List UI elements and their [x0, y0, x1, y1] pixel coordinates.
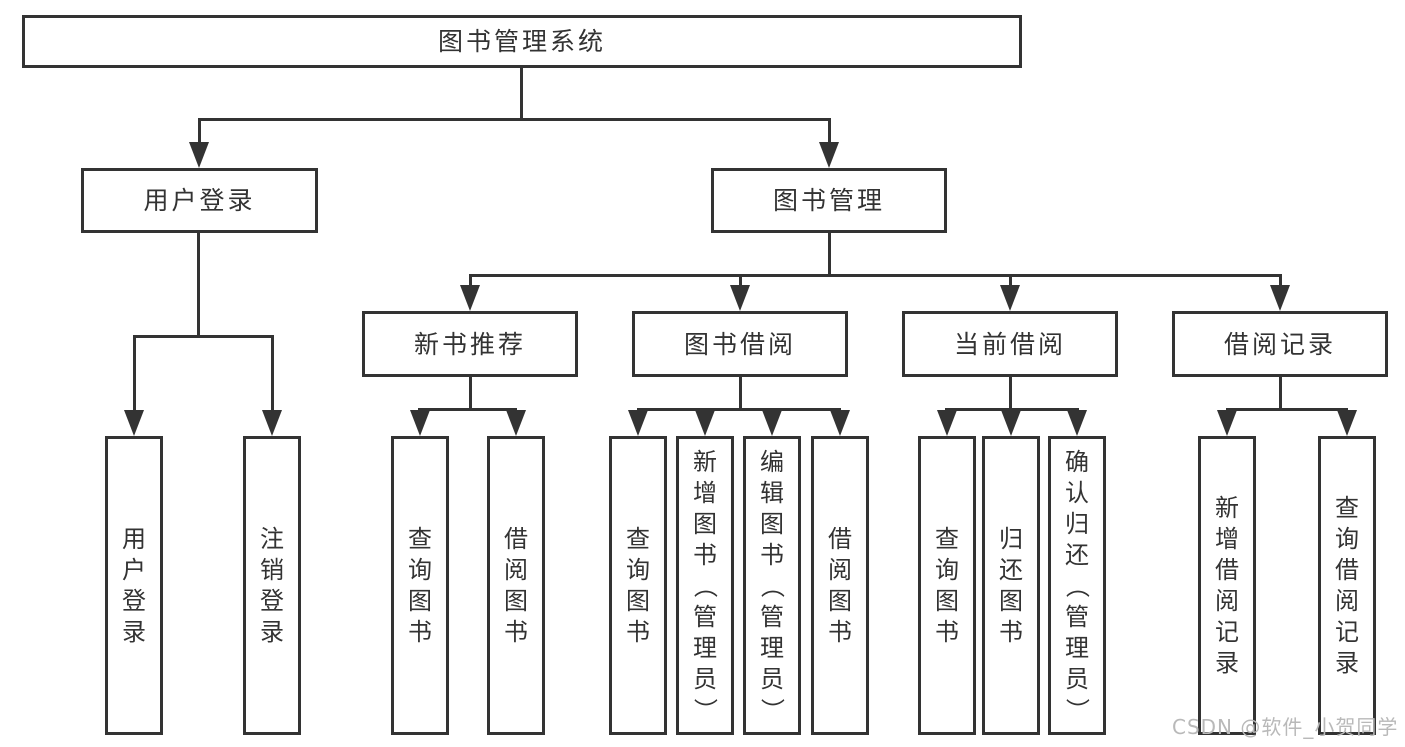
leaf-label-edit-book-admin: 编辑图书（管理员）	[758, 447, 786, 722]
leaf-label-add-book-admin: 新增图书（管理员）	[691, 447, 719, 722]
node-box-user-login: 用户登录	[81, 168, 318, 233]
leaf-box-query-books-borrowing: 查询图书	[609, 436, 667, 735]
connector-book-mgmt-arrow-stem	[828, 118, 831, 144]
node-box-new-book-recommend: 新书推荐	[362, 311, 578, 377]
leaf-label-query-books-current: 查询图书	[935, 525, 959, 646]
arrow-borrowing-child-4	[830, 410, 850, 436]
connector-login-leaf-stem	[133, 335, 136, 413]
leaf-box-add-book-admin: 新增图书（管理员）	[676, 436, 734, 735]
connector-records-stem	[1279, 377, 1282, 411]
leaf-label-return-books: 归还图书	[999, 525, 1023, 646]
connector-current-arrow-stem	[1009, 274, 1012, 288]
connector-records-arrow-stem	[1279, 274, 1282, 288]
arrow-recommend-child-2	[506, 410, 526, 436]
node-box-borrowing-records: 借阅记录	[1172, 311, 1388, 377]
connector-root-stem	[520, 68, 523, 120]
arrow-current-child-3	[1067, 410, 1087, 436]
leaf-box-borrow-books-recommend: 借阅图书	[487, 436, 545, 735]
arrow-borrowing-child-3	[762, 410, 782, 436]
connector-user-login-hline	[133, 335, 274, 338]
node-label-book-management: 图书管理	[772, 186, 885, 215]
leaf-label-borrow-books-recommend: 借阅图书	[504, 525, 528, 646]
leaf-label-logout: 注销登录	[260, 525, 284, 646]
arrow-current-child-1	[937, 410, 957, 436]
leaf-label-confirm-return-admin: 确认归还（管理员）	[1063, 447, 1091, 722]
arrow-to-book-mgmt	[819, 142, 839, 168]
node-label-user-login: 用户登录	[143, 186, 256, 215]
leaf-box-query-borrow-record: 查询借阅记录	[1318, 436, 1376, 735]
arrow-borrowing-child-2	[695, 410, 715, 436]
connector-current-hline	[945, 408, 1079, 411]
node-box-current-borrowing: 当前借阅	[902, 311, 1118, 377]
connector-user-login-arrow-stem	[198, 118, 201, 144]
arrow-borrowing-child-1	[628, 410, 648, 436]
leaf-box-borrow-books-borrowing: 借阅图书	[811, 436, 869, 735]
connector-recommend-arrow-stem	[469, 274, 472, 288]
leaf-box-confirm-return-admin: 确认归还（管理员）	[1048, 436, 1106, 735]
connector-borrowing-stem	[739, 377, 742, 411]
leaf-box-add-borrow-record: 新增借阅记录	[1198, 436, 1256, 735]
connector-recommend-stem	[469, 377, 472, 411]
connector-book-mgmt-stem	[828, 233, 831, 277]
leaf-label-query-borrow-record: 查询借阅记录	[1335, 494, 1359, 677]
arrow-to-borrowing	[730, 285, 750, 311]
connector-logout-leaf-stem	[271, 335, 274, 413]
connector-current-stem	[1009, 377, 1012, 411]
leaf-box-logout: 注销登录	[243, 436, 301, 735]
arrow-to-login-leaf	[124, 410, 144, 436]
node-box-library-system: 图书管理系统	[22, 15, 1022, 68]
arrow-records-child-2	[1337, 410, 1357, 436]
node-label-library-system: 图书管理系统	[437, 27, 606, 56]
connector-records-hline	[1226, 408, 1348, 411]
arrow-records-child-1	[1217, 410, 1237, 436]
connector-root-hline	[198, 118, 831, 121]
arrow-to-records	[1270, 285, 1290, 311]
connector-book-mgmt-hline	[469, 274, 1282, 277]
node-box-book-borrowing: 图书借阅	[632, 311, 848, 377]
leaf-box-query-books-recommend: 查询图书	[391, 436, 449, 735]
leaf-label-user-login: 用户登录	[122, 525, 146, 646]
node-label-borrowing-records: 借阅记录	[1223, 329, 1336, 359]
arrow-to-logout-leaf	[262, 410, 282, 436]
arrow-to-user-login	[189, 142, 209, 168]
connector-borrowing-hline	[637, 408, 841, 411]
csdn-watermark: CSDN @软件_小贺同学	[1172, 715, 1399, 739]
leaf-box-query-books-current: 查询图书	[918, 436, 976, 735]
leaf-box-user-login: 用户登录	[105, 436, 163, 735]
arrow-recommend-child-1	[410, 410, 430, 436]
leaf-label-borrow-books-borrowing: 借阅图书	[828, 525, 852, 646]
node-label-new-book-recommend: 新书推荐	[413, 329, 526, 359]
node-label-book-borrowing: 图书借阅	[683, 329, 796, 359]
node-label-current-borrowing: 当前借阅	[953, 329, 1066, 359]
leaf-label-add-borrow-record: 新增借阅记录	[1215, 494, 1239, 677]
connector-user-login-stem	[197, 233, 200, 338]
arrow-to-recommend	[460, 285, 480, 311]
leaf-label-query-books-recommend: 查询图书	[408, 525, 432, 646]
leaf-label-query-books-borrowing: 查询图书	[626, 525, 650, 646]
arrow-current-child-2	[1001, 410, 1021, 436]
node-box-book-management: 图书管理	[711, 168, 947, 233]
connector-borrowing-arrow-stem	[739, 274, 742, 288]
arrow-to-current	[1000, 285, 1020, 311]
connector-recommend-hline	[418, 408, 517, 411]
leaf-box-return-books: 归还图书	[982, 436, 1040, 735]
leaf-box-edit-book-admin: 编辑图书（管理员）	[743, 436, 801, 735]
